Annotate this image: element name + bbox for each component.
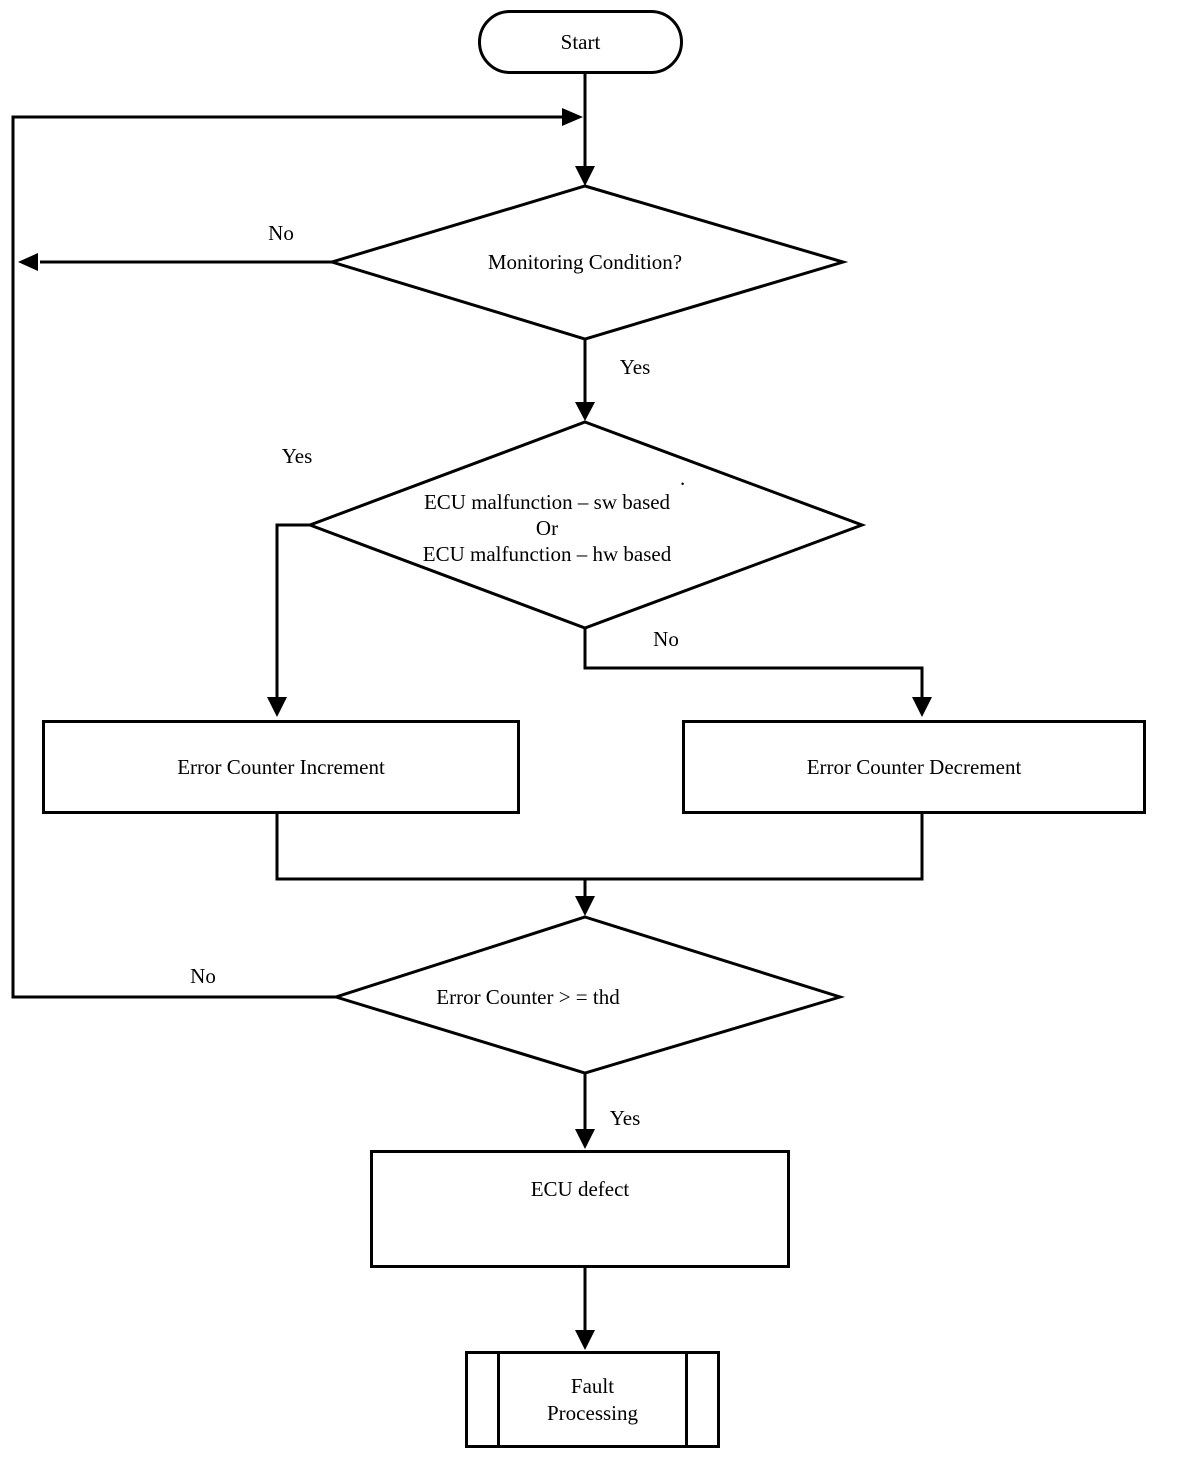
- connector-malfunction-no: [583, 628, 924, 701]
- start-label: Start: [560, 29, 601, 54]
- arrowhead-into-malfunction: [575, 402, 595, 421]
- fault-processing-node: Fault Processing: [465, 1351, 720, 1448]
- malfunction-label-line2: Or: [535, 516, 559, 540]
- malfunction-decision-shape: [305, 420, 867, 630]
- fault-label-line1: Fault: [570, 1373, 615, 1398]
- threshold-decision-label: Error Counter > = thd: [436, 985, 620, 1009]
- fault-label-line2: Processing: [547, 1400, 638, 1425]
- edge-label-malfunction-yes: Yes: [281, 444, 313, 468]
- monitoring-decision-shape: [326, 184, 849, 341]
- fault-left-bar: [497, 1354, 500, 1445]
- arrowhead-into-decrement: [912, 697, 932, 717]
- decrement-process-node: Error Counter Decrement: [682, 720, 1146, 814]
- increment-process-node: Error Counter Increment: [42, 720, 520, 814]
- malfunction-label-line1: ECU malfunction – sw based: [423, 490, 671, 514]
- arrowhead-into-monitoring: [575, 166, 595, 186]
- stray-dot-mark: .: [680, 466, 686, 490]
- edge-label-malfunction-no: No: [653, 627, 679, 651]
- edge-label-monitoring-no: No: [268, 221, 294, 245]
- arrowhead-into-defect: [575, 1129, 595, 1149]
- arrowhead-loop-into-main-line: [562, 108, 583, 126]
- start-node: Start: [478, 10, 683, 74]
- malfunction-label-line3: ECU malfunction – hw based: [422, 542, 672, 566]
- edge-label-monitoring-yes: Yes: [619, 355, 651, 379]
- edge-label-threshold-no: No: [190, 964, 216, 988]
- connector-merge: [275, 814, 924, 881]
- ecu-defect-process-node: ECU defect: [370, 1150, 790, 1268]
- edge-label-threshold-yes: Yes: [609, 1106, 641, 1130]
- arrowhead-monitoring-no: [18, 253, 38, 271]
- connector-malfunction-yes: [275, 523, 310, 701]
- arrowhead-into-fault: [575, 1330, 595, 1350]
- fault-right-bar: [685, 1354, 688, 1445]
- malfunction-decision-label: ECU malfunction – sw based Or ECU malfun…: [347, 489, 747, 567]
- threshold-decision-shape: [330, 915, 846, 1075]
- monitoring-decision-label: Monitoring Condition?: [487, 250, 683, 274]
- increment-process-label: Error Counter Increment: [177, 754, 385, 779]
- connector-loop-back: [11, 115, 562, 999]
- arrowhead-into-increment: [267, 697, 287, 717]
- arrowhead-into-threshold: [575, 896, 595, 916]
- decrement-process-label: Error Counter Decrement: [806, 754, 1022, 779]
- ecu-defect-process-label: ECU defect: [530, 1177, 630, 1201]
